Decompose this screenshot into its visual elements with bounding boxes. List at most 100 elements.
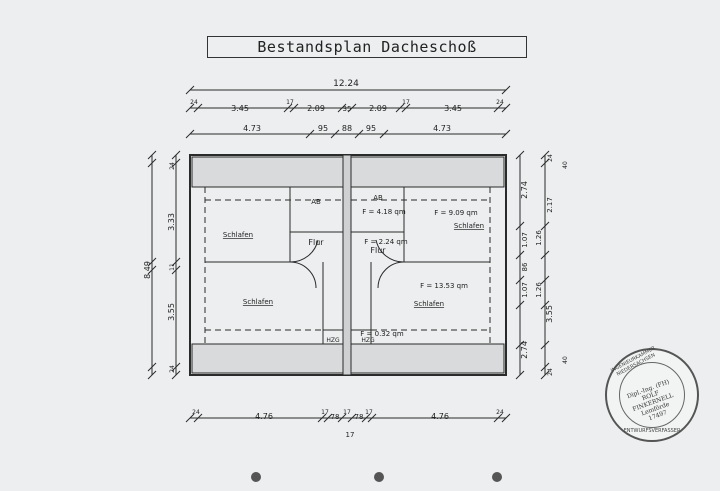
stamp-ring-bottom: ENTWURFSVERFASSER (623, 428, 681, 434)
door-swing-left-2 (289, 261, 317, 289)
dim-left-small-mid: 11 (169, 263, 176, 271)
dimension-tick (540, 275, 550, 285)
dimension-tick (147, 362, 157, 372)
dimension-tick (540, 362, 550, 372)
dimension-tick (185, 103, 195, 113)
room-area-flur: F = 2.24 qm (364, 238, 408, 246)
dim-top1-c: 35 (343, 105, 352, 113)
dimension-tick (147, 370, 157, 380)
dimension-tick (395, 103, 405, 113)
dim-right-small-2: 24 (547, 154, 554, 162)
dimension-tick (347, 413, 357, 423)
dim-top1-e: 3.45 (444, 104, 462, 113)
room-flur-right: Flur (370, 246, 386, 255)
room-schlafen-tl: Schlafen (223, 231, 253, 239)
dimension-tick (515, 300, 525, 310)
dim-bottom-center: 17 (346, 431, 355, 439)
room-schlafen-tr: Schlafen (454, 222, 484, 230)
dimension-tick (305, 129, 315, 139)
room-flur-left: Flur (308, 238, 324, 247)
dimension-tick (354, 129, 364, 139)
room-hzg-left: HZG (326, 337, 340, 344)
dimension-tick (171, 257, 181, 267)
dim-top2-e: 4.73 (433, 124, 451, 133)
dimension-tick (515, 150, 525, 160)
room-area-tr: F = 9.09 qm (434, 209, 478, 217)
dimension-tick (147, 158, 157, 168)
dim-right-c: 1.26 (535, 230, 543, 246)
dimension-tick (515, 340, 525, 350)
dim-bottom-d: 4.76 (431, 412, 449, 421)
room-hzg-right: HZG (361, 337, 375, 344)
room-area-hzg: F = 0.32 qm (360, 330, 404, 338)
dim-top1-small-d: 24 (496, 99, 504, 106)
dim-right-f: 1.07 (521, 282, 529, 298)
plan-title: Bestandsplan Dacheschoß (207, 36, 527, 58)
punch-hole-middle (374, 472, 384, 482)
stamp-name: Dipl.-Ing. (FH) ROLF FINKERNELL Lemförde… (624, 378, 683, 428)
dim-right-a: 2.74 (520, 181, 529, 199)
dimension-tick (515, 370, 525, 380)
dimension-tick (317, 413, 327, 423)
dimension-tick (515, 221, 525, 231)
dimension-tick (323, 413, 333, 423)
dimension-tick (501, 85, 511, 95)
dimension-tick (185, 129, 195, 139)
dim-top2-c: 88 (342, 124, 352, 133)
dim-bottom-small-a: 24 (192, 409, 200, 416)
dim-right-h: 3.55 (545, 305, 554, 323)
party-wall (342, 154, 352, 376)
dimension-tick (185, 413, 195, 423)
engineer-stamp: INGENIEURKAMMER NIEDERSACHSEN Dipl.-Ing.… (605, 345, 699, 442)
dim-left-small-bottom: 24 (169, 365, 176, 373)
dimension-tick (171, 158, 181, 168)
dim-right-small-4: 24 (547, 368, 554, 376)
dimension-tick (171, 150, 181, 160)
dimension-tick (540, 158, 550, 168)
dimension-tick (540, 250, 550, 260)
dimension-tick (185, 85, 195, 95)
dimension-tick (193, 413, 203, 423)
dimension-tick (337, 103, 347, 113)
dimension-tick (147, 150, 157, 160)
dimension-tick (193, 103, 203, 113)
hzg-left-box (322, 329, 344, 345)
dimension-tick (501, 129, 511, 139)
dim-bottom-a: 4.76 (255, 412, 273, 421)
dim-top1-small-a: 24 (190, 99, 198, 106)
stamp-inner-ring: Dipl.-Ing. (FH) ROLF FINKERNELL Lemförde… (619, 362, 685, 428)
dim-right-b: 2.17 (546, 197, 554, 213)
room-ab-right: AB (373, 194, 383, 202)
dim-top2-d: 95 (366, 124, 376, 133)
dimension-tick (147, 265, 157, 275)
dimension-tick (171, 362, 181, 372)
dimension-tick (337, 413, 347, 423)
dimension-tick (501, 103, 511, 113)
dimension-tick (171, 370, 181, 380)
dim-left-overall: 8.49 (143, 261, 152, 279)
dimension-tick (379, 129, 389, 139)
dim-bottom-b: 78 (331, 413, 340, 421)
room-schlafen-bl: Schlafen (243, 298, 273, 306)
punch-hole-right (492, 472, 502, 482)
dimension-tick (361, 413, 371, 423)
dim-bottom-small-e: 24 (496, 409, 504, 416)
dim-bottom-small-d: 17 (365, 409, 373, 416)
door-swing-right-2 (377, 261, 405, 289)
dimension-tick (401, 103, 411, 113)
dimension-tick (540, 150, 550, 160)
dimension-tick (347, 103, 357, 113)
dimension-tick (540, 340, 550, 350)
hzg-right-box (350, 329, 372, 345)
dim-left-lower: 3.55 (167, 303, 176, 321)
dim-top1-b: 2.09 (307, 104, 325, 113)
room-ab-left: AB (311, 198, 321, 206)
dimension-tick (515, 275, 525, 285)
dim-top2-b: 95 (318, 124, 328, 133)
dim-right-d: 1.07 (521, 232, 529, 248)
dimension-tick (147, 257, 157, 267)
dim-right-e: 86 (521, 262, 529, 271)
room-area-br: F = 13.53 qm (420, 282, 468, 290)
